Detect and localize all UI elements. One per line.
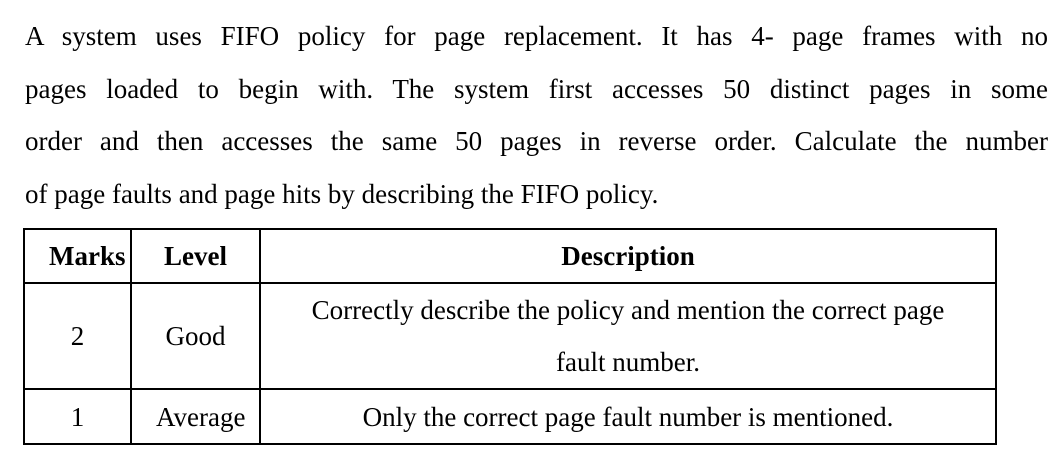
description-cell: Correctly describe the policy and mentio… <box>259 282 997 390</box>
question-line-2: pages loaded to begin with. The system f… <box>25 73 1048 104</box>
col-header-description: Description <box>259 228 997 284</box>
header-row: Marks Level Description <box>23 228 997 284</box>
level-cell: Good <box>130 282 261 390</box>
question-paragraph: A system uses FIFO policy for page repla… <box>25 10 1048 220</box>
rubric-table-header: Marks Level Description <box>23 228 997 284</box>
rubric-table: Marks Level Description 2 Good Correctly… <box>23 228 997 445</box>
col-header-level: Level <box>130 228 261 284</box>
question-line-4: of page faults and page hits by describi… <box>25 178 659 209</box>
level-cell: Average <box>130 388 261 445</box>
rubric-table-body: 2 Good Correctly describe the policy and… <box>23 282 997 445</box>
table-row-average: 1 Average Only the correct page fault nu… <box>23 388 997 445</box>
question-line-1: A system uses FIFO policy for page repla… <box>25 21 1048 51</box>
col-header-marks: Marks <box>23 228 132 284</box>
table-row-good: 2 Good Correctly describe the policy and… <box>23 282 997 390</box>
description-cell: Only the correct page fault number is me… <box>259 388 997 445</box>
question-line-3: order and then accesses the same 50 page… <box>25 126 1048 156</box>
marks-cell: 2 <box>23 282 132 390</box>
marks-cell: 1 <box>23 388 132 445</box>
